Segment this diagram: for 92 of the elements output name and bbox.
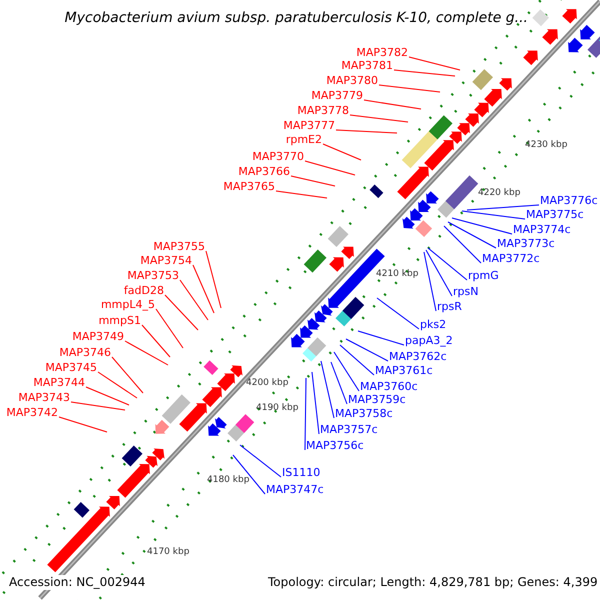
leader-line	[334, 352, 360, 392]
leader-line	[394, 70, 456, 76]
scale-label: 4220 kbp	[478, 187, 520, 199]
gene-label: IS1110	[282, 466, 320, 479]
gene-label: MAP3762c	[389, 350, 447, 363]
leader-line	[276, 190, 328, 198]
leader-line	[426, 250, 452, 296]
leader-line	[304, 160, 356, 176]
gene-label: MAP3754	[140, 254, 192, 267]
gene-label: MAP3745	[45, 361, 97, 374]
leader-line	[192, 264, 214, 314]
leader-line	[180, 280, 208, 320]
gene-label: MAP3760c	[360, 380, 418, 393]
gene-label: MAP3780	[326, 74, 378, 87]
leader-line	[428, 248, 468, 280]
gene-label: MAP3779	[311, 89, 363, 102]
leader-line	[340, 344, 374, 376]
leader-line	[378, 84, 440, 92]
leader-line	[424, 252, 436, 312]
leader-line	[124, 340, 168, 366]
leader-line	[376, 298, 420, 330]
leader-line	[320, 360, 334, 418]
gene-label: MAP3773c	[497, 237, 555, 250]
gene-label: mmpS1	[98, 314, 141, 327]
gene-label: rpsN	[453, 285, 478, 298]
leader-line	[350, 114, 408, 122]
leader-line	[98, 372, 138, 398]
scale-label: 4210 kbp	[376, 268, 418, 280]
gene-label: MAP3759c	[348, 393, 406, 406]
leader-line	[448, 222, 496, 248]
gene-label: MAP3774c	[513, 223, 571, 236]
leader-line	[112, 356, 144, 394]
gene-label: MAP3743	[18, 391, 70, 404]
leader-line	[452, 218, 512, 234]
leader-line	[462, 210, 526, 220]
gene-label: MAP3742	[6, 406, 58, 419]
leader-line	[156, 308, 184, 348]
gene-label: MAP3749	[72, 330, 124, 343]
scale-label: 4180 kbp	[207, 474, 250, 486]
leader-line	[408, 56, 460, 70]
leader-line	[466, 204, 540, 210]
gene-label: rpmE2	[286, 133, 322, 146]
leader-line	[70, 402, 126, 410]
gene-label: papA3_2	[405, 334, 453, 347]
gene-label: pks2	[420, 318, 446, 331]
gene-label: MAP3753	[127, 269, 179, 282]
gene-label: MAP3766	[238, 165, 290, 178]
scale-label: 4230 kbp	[525, 139, 568, 151]
scale-label: 4200 kbp	[246, 377, 288, 389]
scale-label: 4170 kbp	[147, 546, 190, 558]
gene-label: mmpL4_5	[100, 298, 155, 311]
gene-label: MAP3765	[223, 180, 275, 193]
leader-line	[312, 372, 320, 434]
gene-label: MAP3756c	[306, 439, 364, 452]
gene-label: MAP3775c	[526, 208, 584, 221]
scale-label: 4190 kbp	[256, 402, 298, 414]
title: Mycobacterium avium subsp. paratuberculosis K-10, complete g...	[64, 10, 528, 27]
accession-text: Accession: NC_002944	[9, 575, 146, 590]
gene-label: rpsR	[437, 300, 462, 313]
leader-line	[58, 416, 108, 432]
gene-label: MAP3761c	[375, 364, 433, 377]
gene-label: MAP3747c	[266, 483, 324, 496]
leader-line	[364, 100, 422, 110]
gene-label: fadD28	[124, 284, 164, 297]
leader-line	[142, 324, 170, 358]
leader-line	[336, 130, 398, 134]
leader-line	[206, 250, 222, 308]
leader-line	[232, 454, 266, 494]
gene-label: MAP3782	[356, 46, 408, 59]
gene-label: MAP3778	[297, 104, 349, 117]
leader-line	[240, 444, 282, 478]
gene-label: MAP3777	[283, 119, 335, 132]
gene-label: MAP3772c	[482, 252, 540, 265]
leader-line	[330, 362, 348, 404]
topology-text: Topology: circular; Length: 4,829,781 bp; Genes: 4,399	[268, 575, 598, 590]
gene-label: MAP3770	[252, 150, 304, 163]
leader-line	[164, 294, 198, 330]
gene-label: MAP3757c	[320, 423, 378, 436]
gene-label: MAP3758c	[335, 407, 393, 420]
gene-label: MAP3744	[33, 376, 85, 389]
gene-label: MAP3781	[341, 59, 393, 72]
gene-label: MAP3776c	[540, 194, 598, 207]
leader-line	[444, 226, 482, 264]
leader-line	[358, 330, 404, 346]
gene-label: MAP3746	[59, 346, 111, 359]
gene-label: MAP3755	[153, 240, 205, 253]
leader-line	[304, 378, 306, 450]
leader-line	[322, 144, 362, 160]
leader-line	[346, 338, 388, 362]
gene-label: rpmG	[468, 269, 499, 282]
leader-line	[290, 176, 336, 186]
leader-line	[86, 386, 130, 406]
